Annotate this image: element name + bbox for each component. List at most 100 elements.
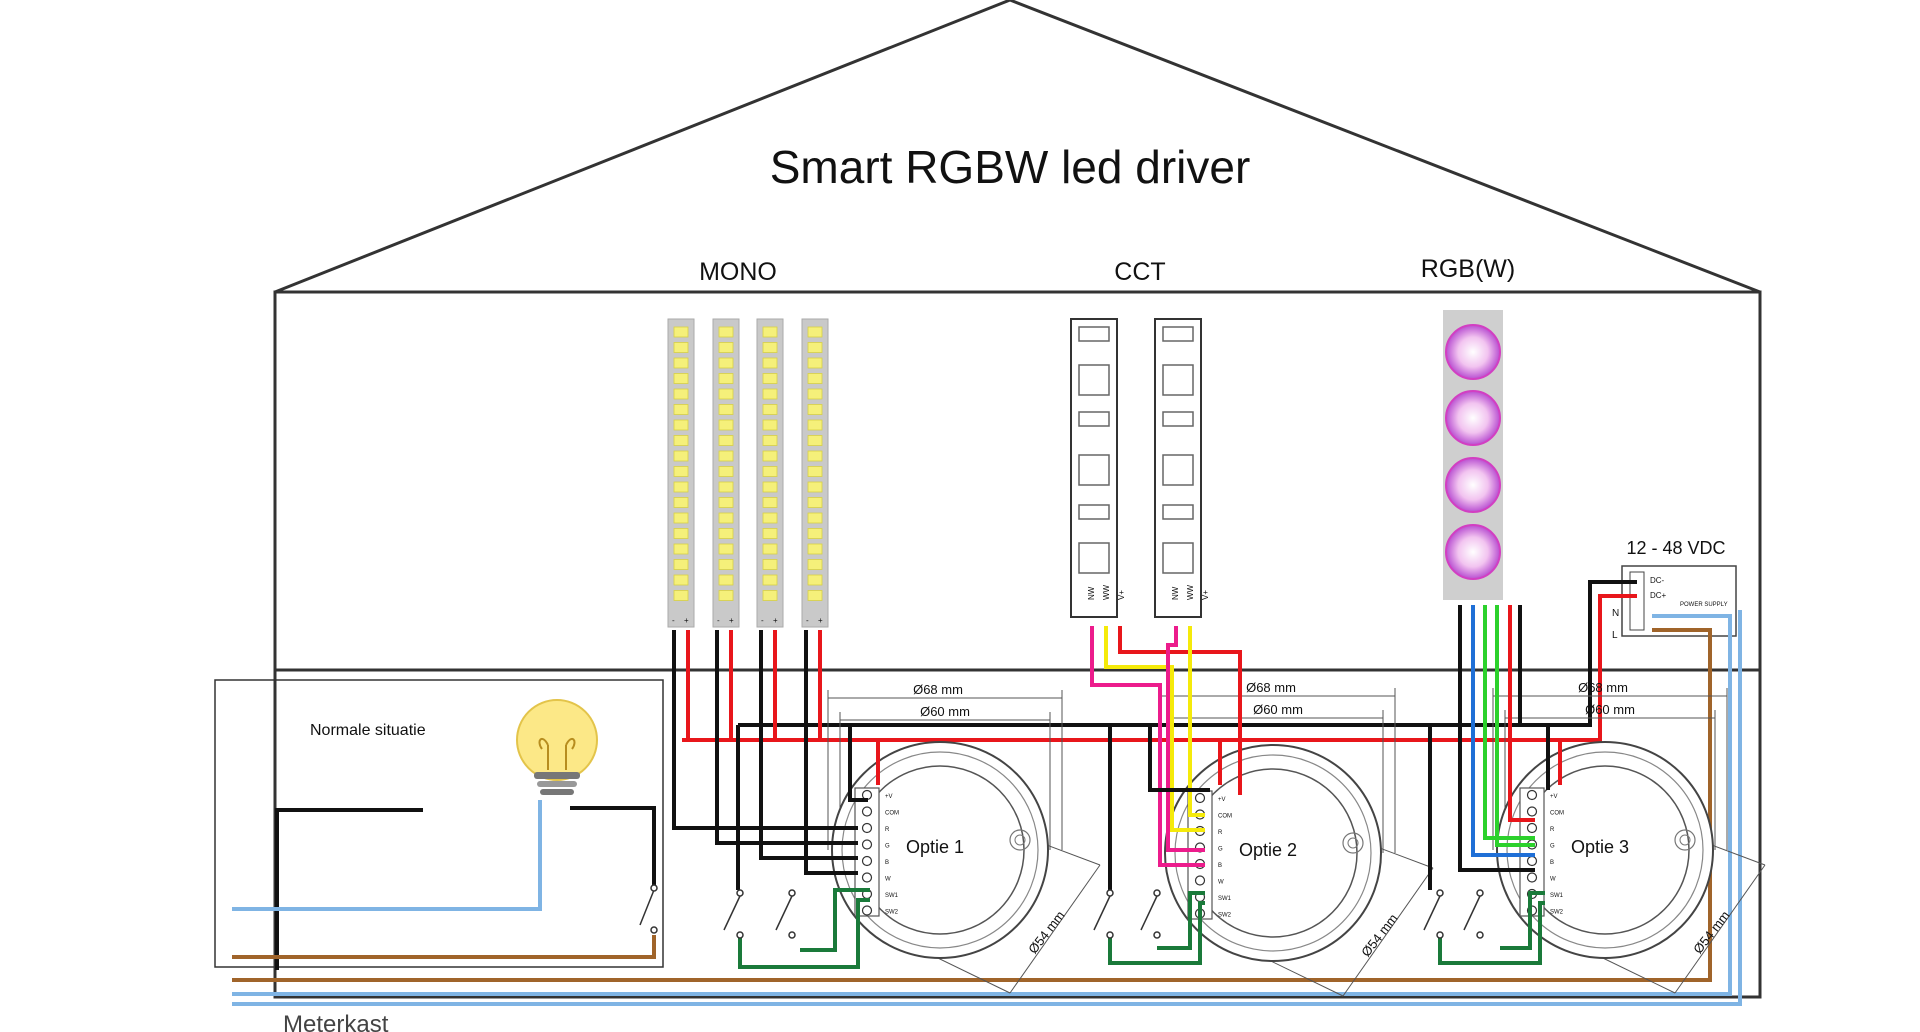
- cct-strip-2-label-nw: NW: [1171, 586, 1180, 600]
- wall-switch-2: [775, 889, 796, 939]
- wall-switch-3: [1093, 889, 1114, 939]
- rgb-led-1: [1445, 324, 1501, 380]
- mono-strip-3-minus: -: [761, 616, 764, 625]
- cct-strip-2-label-v: V+: [1201, 590, 1210, 600]
- dim-inner-3: Ø60 mm: [1585, 702, 1635, 717]
- wall-switch-5: [1423, 889, 1444, 939]
- power-supply-voltage: 12 - 48 VDC: [1626, 538, 1725, 558]
- module-3-terminal-7: SW2: [1550, 910, 1564, 916]
- meter-cabinet-label: Meterkast: [283, 1011, 389, 1032]
- mono-strip-1: -+: [667, 318, 695, 628]
- cct-strip-2-label-ww: WW: [1186, 584, 1195, 600]
- cct-strip-1-label-ww: WW: [1102, 584, 1111, 600]
- module-2-terminal-1: COM: [1218, 814, 1232, 820]
- dim-outer-2: Ø68 mm: [1246, 680, 1296, 695]
- rgb-led-4: [1445, 524, 1501, 580]
- module-1-terminal-7: SW2: [885, 910, 899, 916]
- ps-caption: POWER SUPPLY: [1680, 602, 1728, 608]
- mono-strip-4-minus: -: [806, 616, 809, 625]
- mono-strip-2-plus: +: [729, 616, 734, 625]
- module-2-terminal-2: R: [1218, 830, 1223, 836]
- ps-terminal-l: L: [1612, 630, 1618, 641]
- option-label-1: Optie 1: [906, 837, 964, 857]
- module-3-terminal-5: W: [1550, 877, 1556, 883]
- inset-wire-brown: [232, 935, 656, 959]
- inset-wire-black-right: [570, 806, 656, 885]
- inset-switch: [639, 884, 658, 934]
- module-1-terminal-5: W: [885, 877, 891, 883]
- mono-strip-2: -+: [712, 318, 740, 628]
- power-supply: 12 - 48 VDC DC- DC+ POWER SUPPLY N L: [1612, 538, 1737, 641]
- module-2-terminal-4: B: [1218, 863, 1222, 869]
- option-label-3: Optie 3: [1571, 837, 1629, 857]
- mains-blue-2: [232, 610, 1742, 1006]
- cct-led-strips: NW WW V+ NW WW V+: [1070, 318, 1210, 618]
- category-mono: MONO: [699, 258, 777, 286]
- mono-strip-4: -+: [801, 318, 829, 628]
- mono-strip-1-plus: +: [684, 616, 689, 625]
- dim-inner-2: Ø60 mm: [1253, 702, 1303, 717]
- inset-label: Normale situatie: [310, 722, 426, 739]
- module-2-terminal-0: +V: [1218, 797, 1226, 803]
- rgbw-led-dots: [1445, 324, 1501, 580]
- cct-strip-2: NW WW V+: [1154, 318, 1210, 618]
- mono-strip-1-minus: -: [672, 616, 675, 625]
- normal-situation-inset: Normale situatie: [214, 679, 664, 970]
- dim-diag-1: Ø54 mm: [1025, 908, 1068, 957]
- module-3-terminal-0: +V: [1550, 794, 1558, 800]
- dim-inner-1: Ø60 mm: [920, 704, 970, 719]
- module-3-terminal-2: R: [1550, 827, 1555, 833]
- module-2-terminal-5: W: [1218, 880, 1224, 886]
- module-2-terminal-3: G: [1218, 847, 1223, 853]
- module-3-terminal-3: G: [1550, 844, 1555, 850]
- module-2-terminal-7: SW2: [1218, 913, 1232, 919]
- module-3-terminal-1: COM: [1550, 811, 1564, 817]
- module-1-terminal-3: G: [885, 844, 890, 850]
- mono-strip-3-plus: +: [773, 616, 778, 625]
- module-1-terminal-4: B: [885, 860, 889, 866]
- mono-strip-4-plus: +: [818, 616, 823, 625]
- mains-brown: [232, 628, 1712, 982]
- wall-switch-6: [1463, 889, 1484, 939]
- mono-strip-2-minus: -: [717, 616, 720, 625]
- bulb-icon: [516, 699, 598, 795]
- mono-strip-3: -+: [756, 318, 784, 628]
- inset-wire-black-left: [275, 808, 423, 970]
- module-3-terminal-6: SW1: [1550, 893, 1564, 899]
- ps-terminal-n: N: [1612, 608, 1619, 619]
- mains-blue: [232, 614, 1732, 996]
- category-rgbw: RGB(W): [1421, 255, 1515, 283]
- dc-black-bus: [738, 580, 1637, 727]
- module-1-terminal-0: +V: [885, 794, 893, 800]
- dc-red-bus: [682, 594, 1637, 742]
- ps-terminal-dcplus: DC+: [1650, 591, 1667, 600]
- module-1-terminal-2: R: [885, 827, 890, 833]
- wall-switches: [723, 889, 1484, 939]
- rgbw-led-strip: [1443, 310, 1503, 600]
- inset-wire-blue: [232, 800, 542, 911]
- dim-outer-3: Ø68 mm: [1578, 680, 1628, 695]
- module-3-terminal-4: B: [1550, 860, 1554, 866]
- mono-led-strips: -+-+-+-+: [667, 318, 829, 628]
- dim-outer-1: Ø68 mm: [913, 682, 963, 697]
- ps-terminal-dcminus: DC-: [1650, 576, 1665, 585]
- diagram-title: Smart RGBW led driver: [770, 141, 1251, 193]
- module-1-terminal-1: COM: [885, 811, 899, 817]
- wall-switch-4: [1140, 889, 1161, 939]
- category-cct: CCT: [1114, 258, 1165, 286]
- cct-strip-1: NW WW V+: [1070, 318, 1126, 618]
- module-2-terminal-6: SW1: [1218, 896, 1232, 902]
- wall-switch-1: [723, 889, 744, 939]
- rgb-led-3: [1445, 457, 1501, 513]
- rgb-led-2: [1445, 390, 1501, 446]
- dim-diag-2: Ø54 mm: [1358, 911, 1401, 960]
- cct-strip-1-label-nw: NW: [1087, 586, 1096, 600]
- option-label-2: Optie 2: [1239, 840, 1297, 860]
- house-outline: [273, 0, 1762, 999]
- module-1-terminal-6: SW1: [885, 893, 899, 899]
- cct-strip-1-label-v: V+: [1117, 590, 1126, 600]
